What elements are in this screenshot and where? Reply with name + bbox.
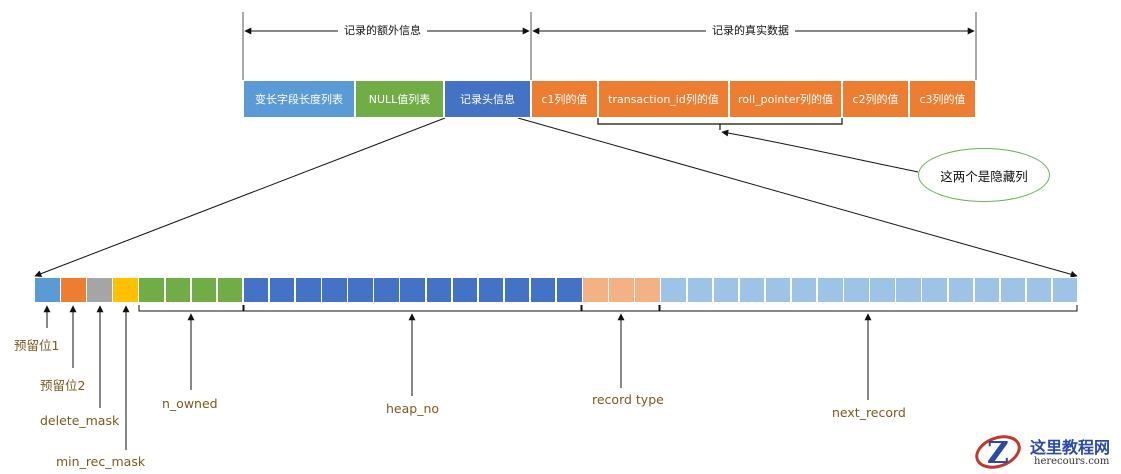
- segment-roll-pointer: roll_pointer列的值: [729, 80, 842, 118]
- bit-cell: [790, 277, 818, 303]
- bit-cell: [582, 277, 609, 303]
- bit-cell: [712, 277, 740, 303]
- bit-cell: [529, 277, 557, 303]
- bit-cell: [503, 277, 531, 303]
- segment-varlen-list: 变长字段长度列表: [243, 80, 355, 118]
- bit-cell: [216, 277, 244, 303]
- label-delete-mask: delete_mask: [40, 413, 120, 428]
- bit-cell: [34, 277, 61, 303]
- bit-cell: [738, 277, 766, 303]
- label-next-record: next_record: [832, 405, 906, 420]
- bit-cell: [295, 277, 322, 303]
- bit-cell: [268, 277, 296, 303]
- hidden-columns-callout: 这两个是隐藏列: [918, 148, 1050, 202]
- bit-cell: [999, 277, 1027, 303]
- bit-cell: [947, 277, 975, 303]
- bit-cell: [321, 277, 348, 303]
- svg-text:Z: Z: [987, 436, 1009, 471]
- label-min-rec-mask: min_rec_mask: [56, 454, 146, 469]
- bit-cell: [764, 277, 792, 303]
- logo-title: 这里教程网: [1030, 438, 1111, 457]
- bit-cell: [660, 277, 687, 303]
- bit-cell: [817, 277, 844, 303]
- bit-cell: [373, 277, 400, 303]
- bit-cell: [895, 277, 922, 303]
- bit-cell: [242, 277, 270, 303]
- bit-cell: [190, 277, 218, 303]
- bit-cell: [451, 277, 479, 303]
- header-real-data: 记录的真实数据: [706, 24, 795, 38]
- bit-cell: [556, 277, 583, 303]
- bit-cell: [1025, 277, 1053, 303]
- label-reserved-1: 预留位1: [14, 338, 60, 353]
- bit-cell: [1051, 277, 1079, 303]
- bit-cell: [921, 277, 948, 303]
- header-extra-info: 记录的额外信息: [338, 24, 427, 38]
- bit-cell: [399, 277, 426, 303]
- bit-cell: [686, 277, 714, 303]
- segment-record-header: 记录头信息: [444, 80, 531, 118]
- segment-transaction-id: transaction_id列的值: [598, 80, 729, 118]
- bit-cell: [112, 277, 139, 303]
- segment-null-list: NULL值列表: [355, 80, 444, 118]
- label-heap-no: heap_no: [386, 401, 440, 416]
- bit-cell: [608, 277, 635, 303]
- bit-cell: [477, 277, 505, 303]
- label-record-type: record type: [592, 392, 664, 407]
- site-logo: Z: [975, 435, 1021, 471]
- bit-cell: [425, 277, 453, 303]
- bit-cell: [347, 277, 374, 303]
- bit-cell: [164, 277, 192, 303]
- bit-cell: [869, 277, 896, 303]
- bit-cell: [138, 277, 165, 303]
- segment-c1: c1列的值: [531, 80, 598, 118]
- label-n-owned: n_owned: [162, 396, 218, 411]
- bit-cell: [843, 277, 870, 303]
- bit-cell: [60, 277, 87, 303]
- label-reserved-2: 预留位2: [40, 378, 86, 393]
- logo-domain: herecours.com: [1034, 456, 1110, 467]
- segment-c3: c3列的值: [909, 80, 976, 118]
- segment-c2: c2列的值: [842, 80, 909, 118]
- bit-cell: [86, 277, 113, 303]
- bit-cell: [634, 277, 661, 303]
- bit-cell: [973, 277, 1001, 303]
